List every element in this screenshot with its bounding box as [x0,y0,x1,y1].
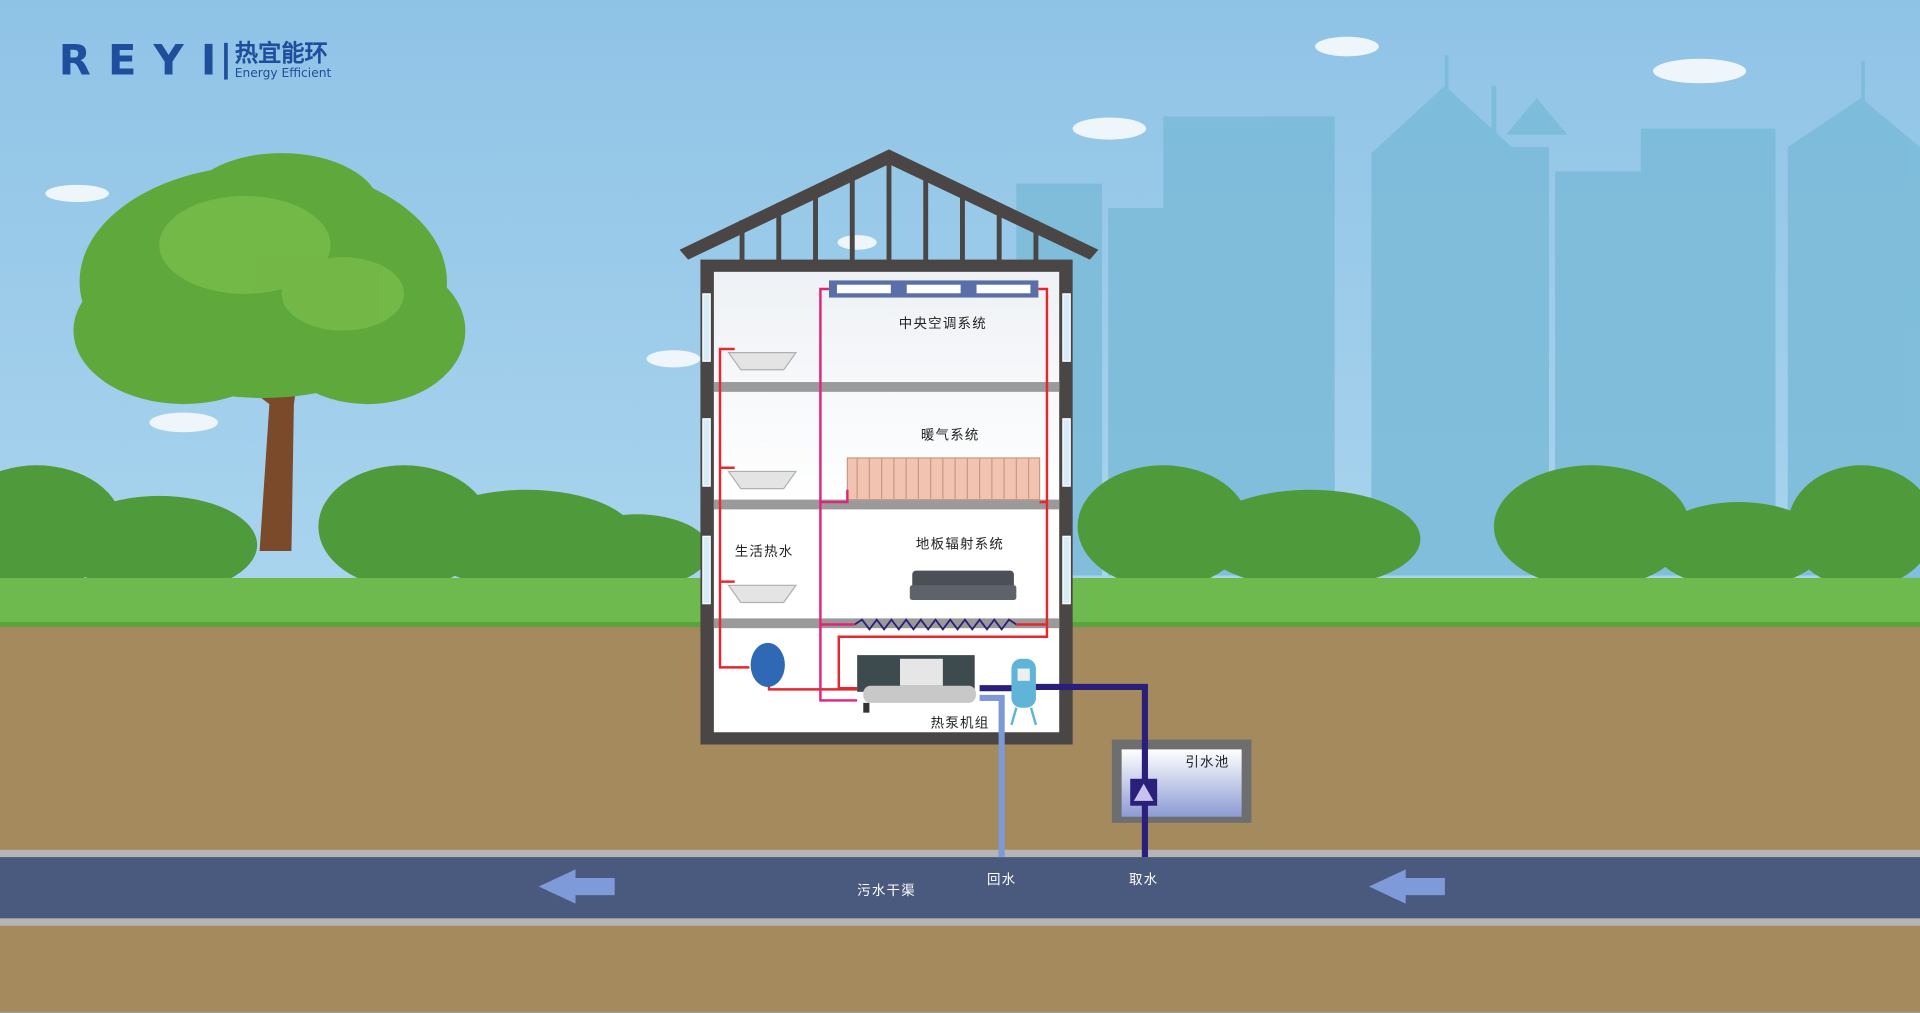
label-heat-pump: 热泵机组 [930,715,990,732]
clouds [45,36,1747,433]
label-intake-water: 取水 [1128,871,1159,888]
label-sewer: 污水干渠 [857,882,916,899]
label-intake-pool: 引水池 [1185,754,1230,771]
bathtubs [727,352,798,604]
ac-units [828,280,1039,298]
label-floor-radiant: 地板辐射系统 [915,536,1005,553]
heating-pipes [819,287,858,702]
label-domestic-hot-water: 生活热水 [734,543,794,560]
label-central-ac: 中央空调系统 [898,315,987,332]
house [679,149,1099,745]
water-pipes [979,683,1158,858]
logo-en: Energy Efficient [234,66,332,81]
logo: REYI 热宜能环 Energy Efficient [59,40,332,82]
label-return-water: 回水 [986,871,1017,888]
water-filter [1010,658,1038,726]
heat-pump-unit [857,655,976,713]
watermark: REYI 热宜能环 [734,509,1021,547]
logo-cn: 热宜能环 [234,39,328,67]
hot-water-pipes [718,287,1049,691]
expansion-tank [750,642,785,687]
sewer-channel [0,857,1920,919]
bushes [0,465,1920,594]
floor-heating-coil [854,618,1017,631]
label-heating: 暖气系统 [920,427,980,444]
sofa [909,570,1017,601]
tree [73,153,466,552]
radiator [846,457,1041,501]
logo-brand: REYI [58,36,234,86]
